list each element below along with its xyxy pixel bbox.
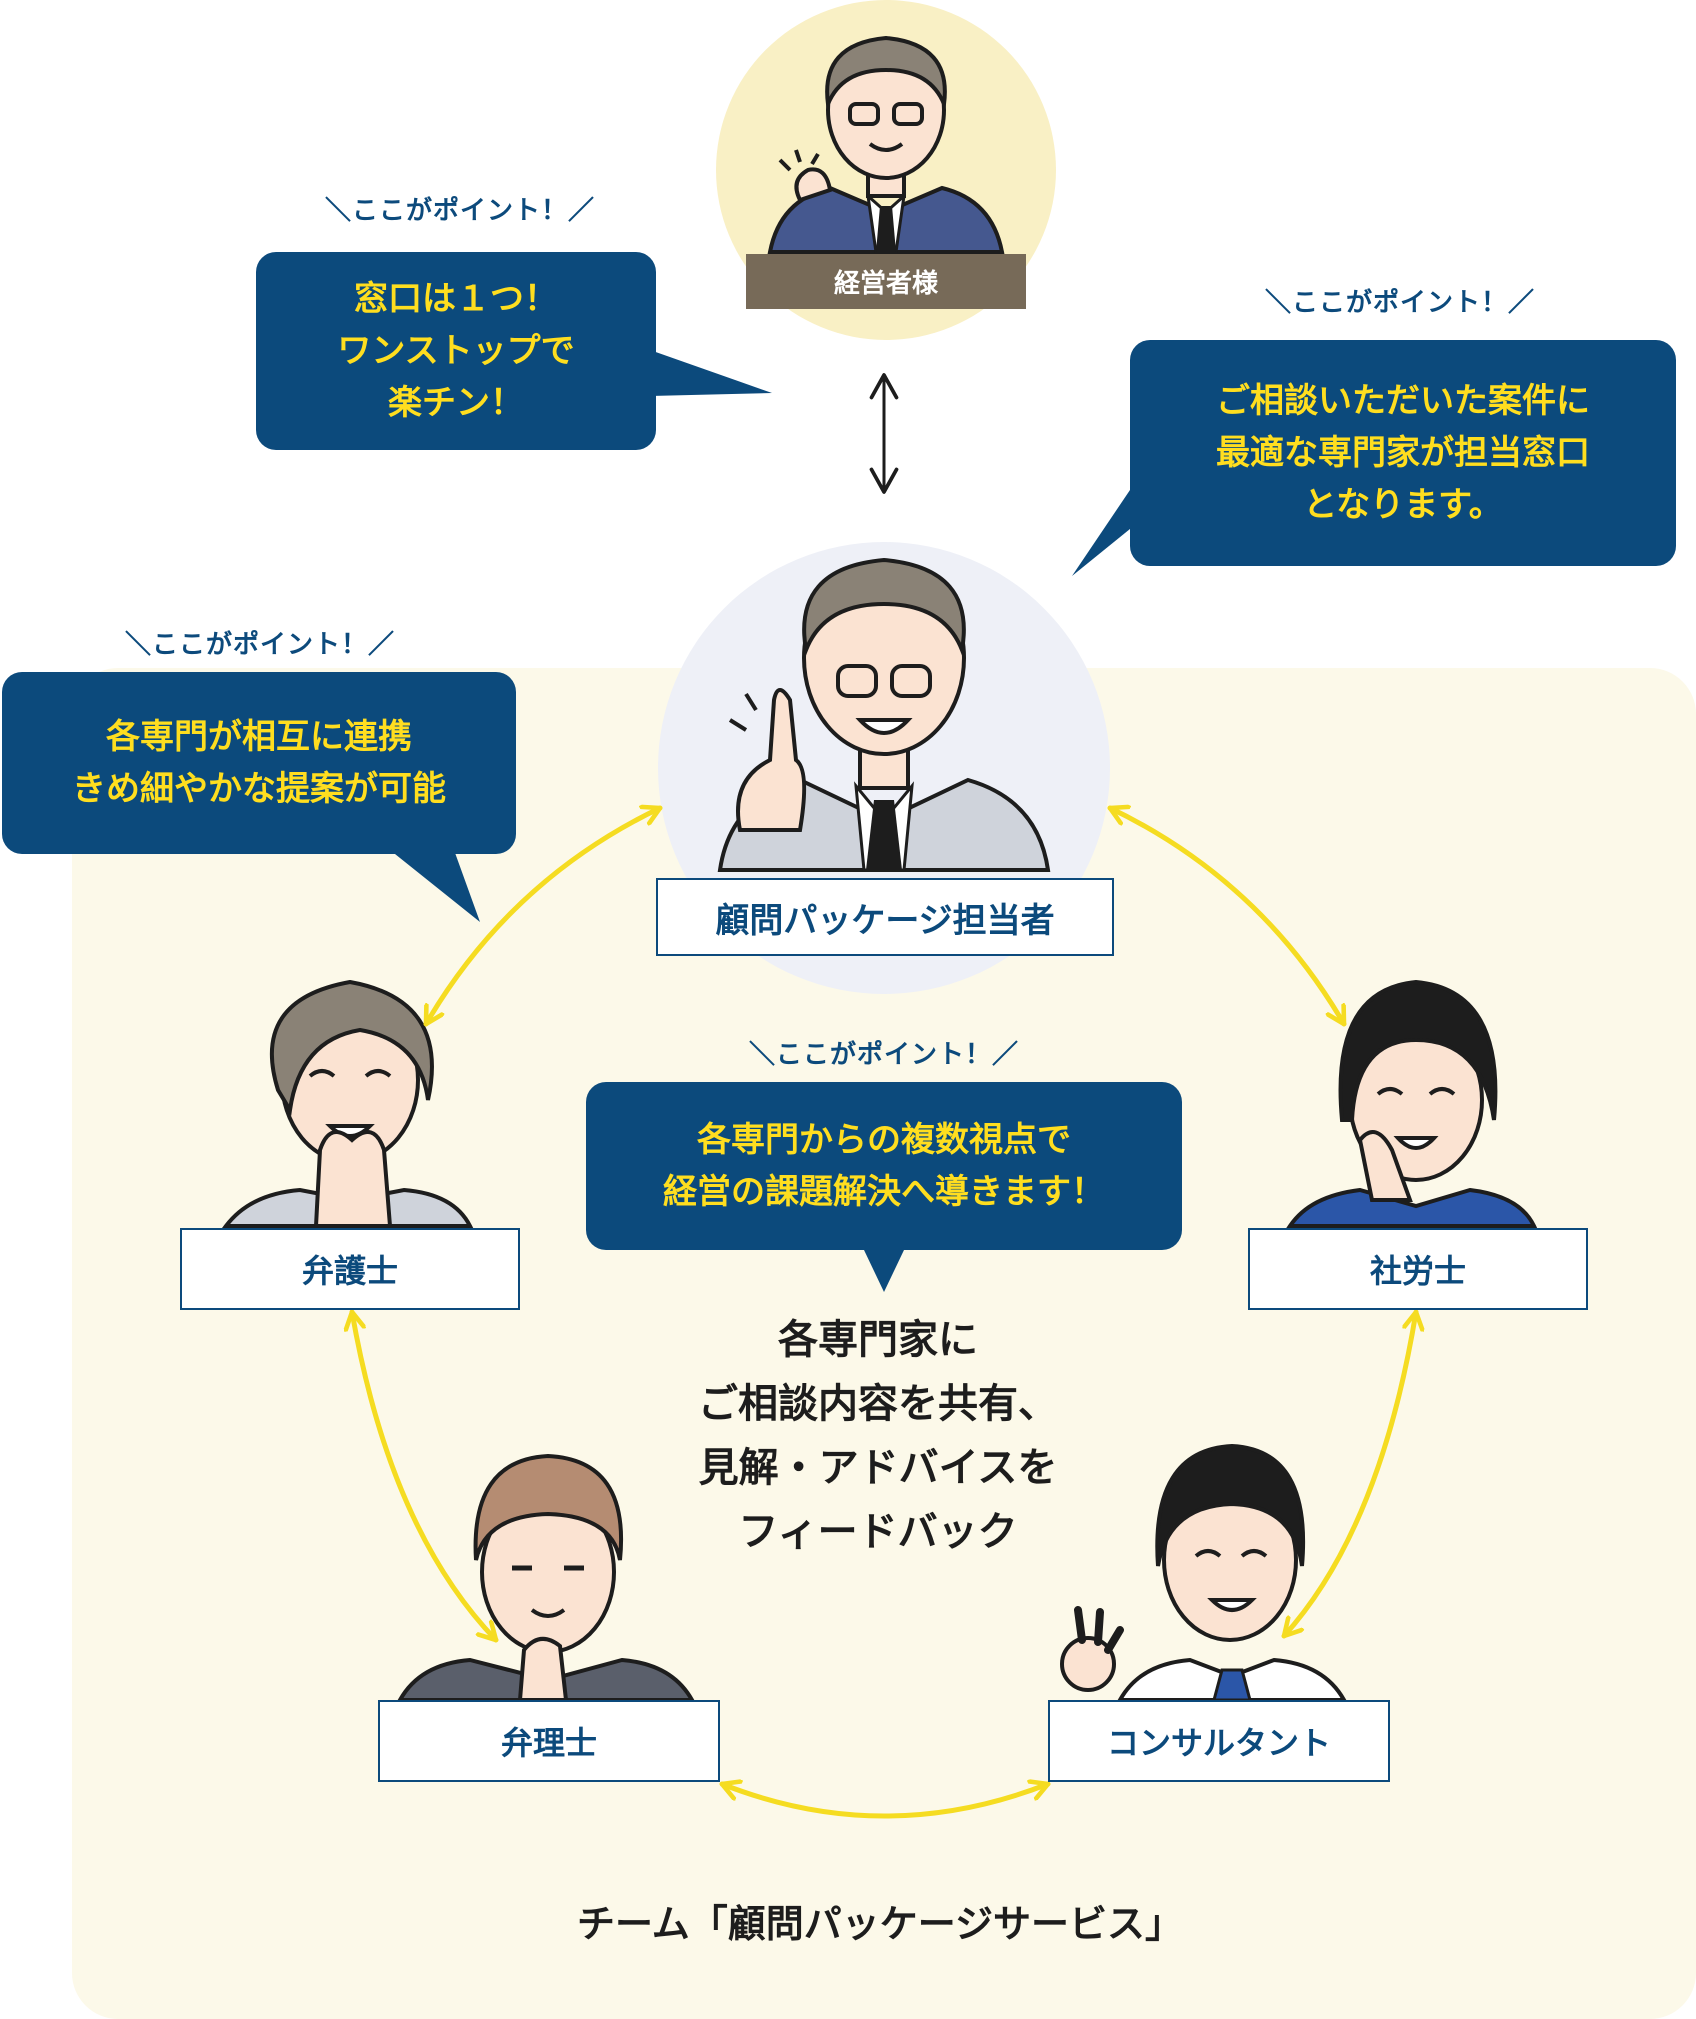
arrow-lawyer-patent — [352, 1309, 499, 1643]
bubble-line: 経営の課題解決へ導きます！ — [663, 1172, 1105, 1212]
manager-label: 顧問パッケージ担当者 — [656, 878, 1114, 956]
consultant-illustration — [1060, 1443, 1348, 1702]
lawyer-illustration — [221, 979, 474, 1228]
patent-attorney-illustration — [396, 1453, 696, 1702]
bubble-line: ご相談いただいた案件に — [1216, 381, 1590, 421]
team-title: チーム「顧問パッケージサービス」 — [576, 1902, 1184, 1946]
team-arrows — [352, 808, 1416, 1819]
bubble-line: 各専門からの複数視点で — [697, 1120, 1071, 1160]
bubble-line: 楽チン！ — [388, 383, 524, 423]
center-text-line: フィードバック — [738, 1509, 1018, 1555]
patent-attorney-label: 弁理士 — [378, 1700, 720, 1782]
point-header-mid-left: ＼ここがポイント！／ — [124, 630, 395, 660]
bubble-top-left: 窓口は１つ！ ワンストップで 楽チン！ — [256, 252, 656, 450]
center-text: 各専門家に ご相談内容を共有、 見解・アドバイスを フィードバック — [638, 1308, 1118, 1564]
lawyer-label: 弁護士 — [180, 1228, 520, 1310]
bubble-line: 最適な専門家が担当窓口 — [1216, 433, 1590, 473]
arrow-manager-labor — [1107, 808, 1347, 1027]
center-text-line: 各専門家に — [778, 1317, 978, 1363]
bubble-line: ワンストップで — [337, 331, 575, 371]
center-text-line: ご相談内容を共有、 — [698, 1381, 1058, 1427]
center-text-line: 見解・アドバイスを — [698, 1445, 1058, 1491]
bubble-line: きめ細やかな提案が可能 — [72, 769, 446, 809]
ceo-label: 経営者様 — [746, 254, 1026, 309]
point-header-top-left: ＼ここがポイント！／ — [324, 196, 595, 226]
bubble-line: 各専門が相互に連携 — [106, 717, 412, 757]
bubble-line: となります。 — [1303, 485, 1503, 525]
bubble-tail-center — [864, 1250, 904, 1292]
consultant-label: コンサルタント — [1048, 1700, 1390, 1782]
bubble-top-right: ご相談いただいた案件に 最適な専門家が担当窓口 となります。 — [1130, 340, 1676, 566]
labor-consultant-illustration — [1286, 979, 1538, 1228]
arrow-patent-consultant — [719, 1784, 1051, 1819]
bubble-center: 各専門からの複数視点で 経営の課題解決へ導きます！ — [586, 1082, 1182, 1250]
bubble-line: 窓口は１つ！ — [354, 279, 558, 319]
labor-consultant-label: 社労士 — [1248, 1228, 1588, 1310]
bubble-mid-left: 各専門が相互に連携 きめ細やかな提案が可能 — [2, 672, 516, 854]
bubble-tail-top-left — [650, 350, 772, 396]
arrow-manager-lawyer — [423, 808, 663, 1027]
point-header-top-right: ＼ここがポイント！／ — [1264, 288, 1535, 318]
point-header-center: ＼ここがポイント！／ — [748, 1040, 1019, 1070]
bubble-tail-mid-left — [390, 850, 480, 922]
arrow-labor-consultant — [1281, 1309, 1416, 1639]
